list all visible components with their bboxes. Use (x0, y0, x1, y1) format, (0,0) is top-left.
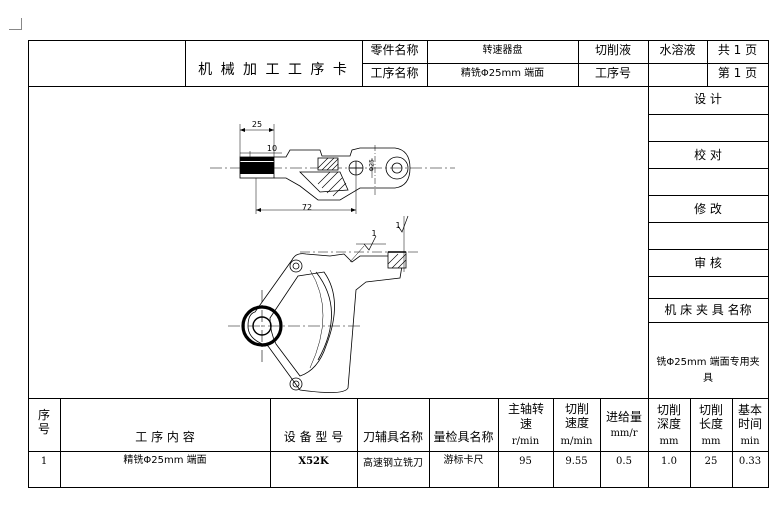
revise-label: 修 改 (694, 202, 722, 216)
page-number: 第 1 页 (717, 66, 758, 80)
process-no-label: 工序号 (594, 66, 631, 80)
row-equipment: X52K (298, 456, 329, 467)
review-label: 审 核 (694, 256, 722, 270)
fixture-name-value: 铣Φ25mm 端面专用夹具 (656, 357, 760, 384)
dim-10: 10 (266, 144, 278, 153)
roughness-1a: 1 (371, 229, 377, 238)
cutting-fluid-value: 水溶液 (659, 43, 696, 57)
part-name-value: 转速器盘 (482, 45, 523, 56)
row-seq: 1 (40, 456, 48, 467)
dim-phi: Φ25 (368, 159, 376, 172)
header-depth-unit: mm (659, 436, 679, 447)
design-label: 设 计 (694, 92, 722, 106)
plan-view (228, 215, 420, 393)
total-pages: 共 1 页 (717, 43, 758, 57)
row-content: 精铣Φ25mm 端面 (123, 455, 207, 466)
header-feed-unit: mm/r (610, 428, 638, 439)
header-spindle-unit: r/min (511, 436, 540, 447)
header-seq: 序号 (37, 408, 50, 437)
row-feed: 0.5 (616, 456, 632, 467)
header-equipment: 设 备 型 号 (283, 430, 344, 444)
header-length-unit: mm (701, 436, 721, 447)
row-gauge: 游标卡尺 (443, 455, 484, 466)
header-gauge: 量检具名称 (433, 430, 494, 444)
fixture-name-label: 机 床 夹 具 名称 (664, 303, 752, 317)
roughness-1b: 1 (395, 221, 401, 230)
header-spindle: 主轴转速 (508, 402, 545, 431)
header-depth: 切削深度 (656, 403, 681, 432)
header-cut-speed: 切削速度 (564, 402, 589, 430)
row-spindle: 95 (519, 456, 532, 467)
section-view (210, 124, 455, 214)
row-tooling: 高速钢立铣刀 (363, 458, 423, 469)
cutting-fluid-label: 切削液 (594, 43, 631, 57)
process-name-label: 工序名称 (370, 66, 419, 80)
card-title: 机 械 加 工 工 序 卡 (198, 62, 349, 78)
process-name-value: 精铣Φ25mm 端面 (460, 68, 545, 79)
row-cut-speed: 9.55 (565, 456, 588, 467)
proofread-label: 校 对 (694, 148, 722, 162)
row-length: 25 (704, 456, 718, 467)
header-time-unit: min (740, 436, 760, 447)
dim-72: 72 (301, 203, 313, 212)
row-depth: 1.0 (661, 456, 677, 467)
header-cut-speed-unit: m/min (560, 436, 593, 447)
dim-25: 25 (251, 120, 263, 129)
part-name-label: 零件名称 (370, 43, 419, 57)
header-feed: 进给量 (605, 410, 642, 424)
header-length: 切削长度 (698, 403, 723, 432)
row-time: 0.33 (738, 456, 762, 467)
header-time: 基本时间 (737, 403, 762, 432)
header-tooling: 刀辅具名称 (362, 430, 423, 444)
header-content: 工 序 内 容 (135, 430, 195, 444)
